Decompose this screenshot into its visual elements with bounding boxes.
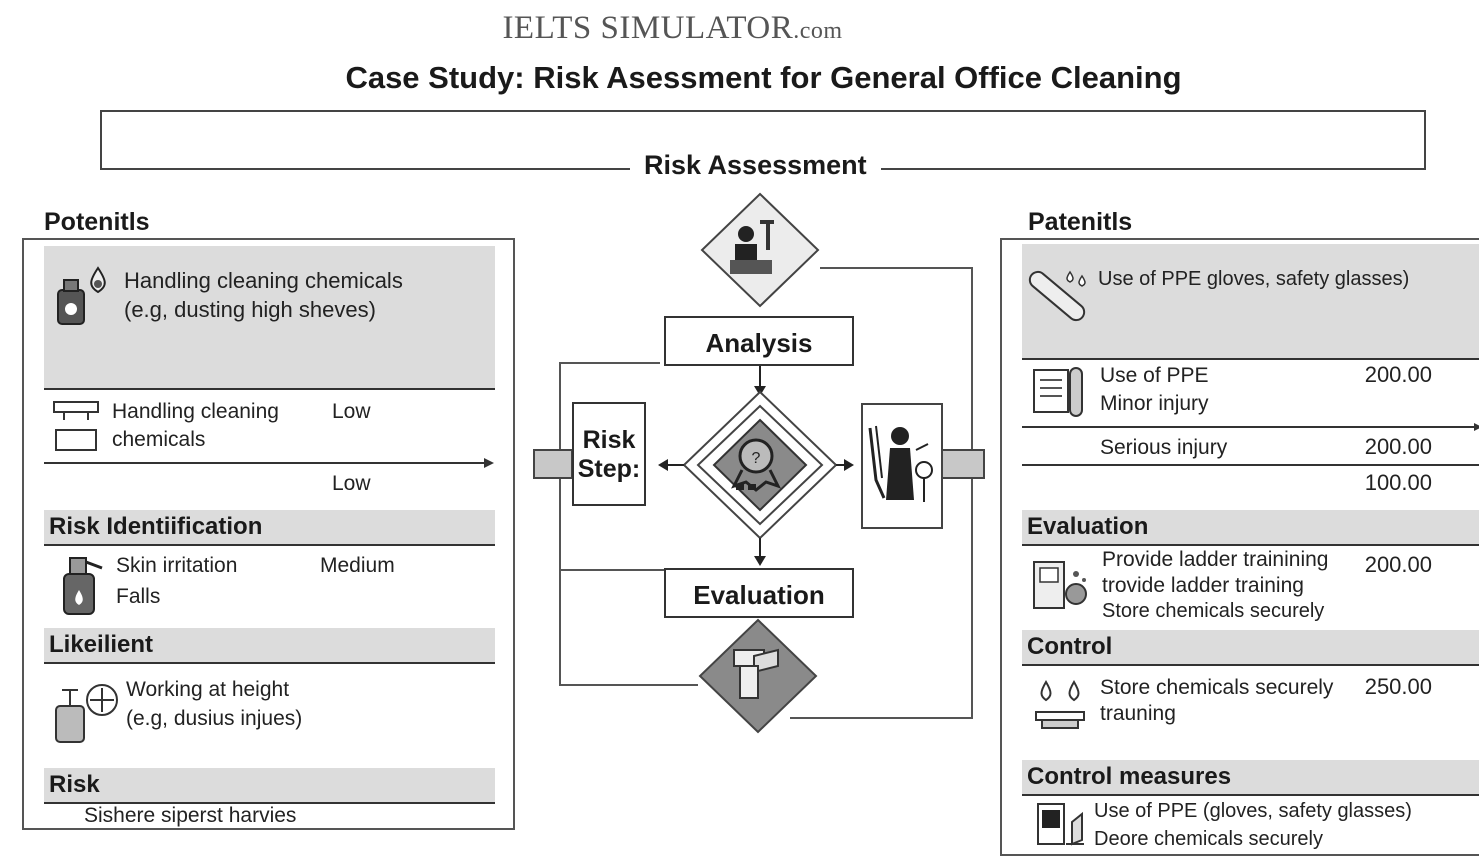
divider <box>1022 464 1479 466</box>
spray-bottle-icon <box>63 557 103 615</box>
right-pane-heading: Patenitls <box>1028 208 1133 236</box>
likelient-heading: Likeilient <box>44 628 495 664</box>
right-item3-value1: 200.00 <box>1364 434 1432 459</box>
evaluation-box: Evaluation <box>664 568 854 618</box>
evaluation-value: 200.00 <box>1364 552 1432 577</box>
chemical-bottle-icon <box>57 266 106 325</box>
left-item2-line2: chemicals <box>112 428 206 451</box>
risk-step-box: Risk Step: <box>572 402 646 506</box>
arrow-line <box>44 458 494 468</box>
right-item3-line1: Serious injury <box>1100 436 1228 459</box>
risk-step-line2: Step: <box>577 455 641 483</box>
control-measures-line2: Deore chemicals securely <box>1094 828 1323 850</box>
evaluation-line1: Provide ladder trainining <box>1102 548 1329 571</box>
right-item2-line1: Use of PPE <box>1100 364 1209 387</box>
risk-identification-line2: Falls <box>116 585 161 608</box>
right-item1-area <box>1022 244 1479 358</box>
control-measures-line1: Use of PPE (gloves, safety glasses) <box>1094 800 1412 822</box>
right-panel: Use of PPE gloves, safety glasses) Use o… <box>1000 238 1479 856</box>
control-value: 250.00 <box>1364 674 1432 699</box>
risk-identification-level: Medium <box>320 554 395 577</box>
divider <box>1022 358 1479 360</box>
page-title: Case Study: Risk Asessment for General O… <box>345 60 1182 95</box>
left-panel: Handling cleaning chemicals (e.g, dustin… <box>22 238 515 830</box>
left-item2-line1: Handling cleaning <box>112 400 279 423</box>
evaluation-line2: trovide ladder training <box>1102 574 1304 597</box>
analysis-box: Analysis <box>664 316 854 366</box>
right-item1-text: Use of PPE gloves, safety glasses) <box>1098 268 1410 290</box>
control-line1: Store chemicals securely <box>1100 676 1334 699</box>
arrow-line <box>1022 423 1479 431</box>
risk-identification-line1: Skin irritation <box>116 554 238 577</box>
shelf-icon <box>53 401 99 451</box>
drops-icon <box>1035 680 1085 729</box>
risk-heading: Risk <box>44 768 495 804</box>
right-item2-line2: Minor injury <box>1100 392 1209 415</box>
right-item2-value: 200.00 <box>1364 362 1432 387</box>
likelient-line1: Working at height <box>126 678 290 701</box>
left-item2-level2: Low <box>332 472 371 495</box>
left-item2-level1: Low <box>332 400 371 423</box>
left-pane-heading: Potenitls <box>44 208 150 236</box>
risk-assessment-title: Risk Assessment <box>630 150 881 181</box>
device-icon <box>1037 803 1084 846</box>
brand-suffix: .com <box>793 18 843 44</box>
test-tube-icon <box>1028 270 1086 322</box>
brand-main: IELTS SIMULATOR <box>502 10 794 46</box>
control-measures-heading: Control measures <box>1022 760 1479 796</box>
left-item1-line2: (e.g, dusting high sheves) <box>124 297 376 322</box>
control-heading: Control <box>1022 630 1479 666</box>
svg-text:?: ? <box>752 450 761 467</box>
evaluation-heading: Evaluation <box>1022 510 1479 546</box>
left-item1-line1: Handling cleaning chemicals <box>124 268 403 293</box>
brand-logo: IELTS SIMULATOR.com <box>0 10 1345 47</box>
left-item1-area <box>44 246 495 388</box>
cabinet-icon <box>1033 561 1087 609</box>
right-item3-value2: 100.00 <box>1364 470 1432 495</box>
flow-diagram: ? <box>533 192 985 734</box>
document-icon <box>1033 367 1083 417</box>
likelient-line2: (e.g, dusius injues) <box>126 707 303 730</box>
divider <box>44 388 495 390</box>
risk-line1: Sishere siperst harvies <box>84 804 297 827</box>
control-line2: trauning <box>1100 702 1176 725</box>
risk-identification-heading: Risk Identiification <box>44 510 495 546</box>
risk-step-line1: Risk <box>582 426 636 454</box>
evaluation-line3: Store chemicals securely <box>1102 600 1325 622</box>
bottle-target-icon <box>55 684 118 743</box>
